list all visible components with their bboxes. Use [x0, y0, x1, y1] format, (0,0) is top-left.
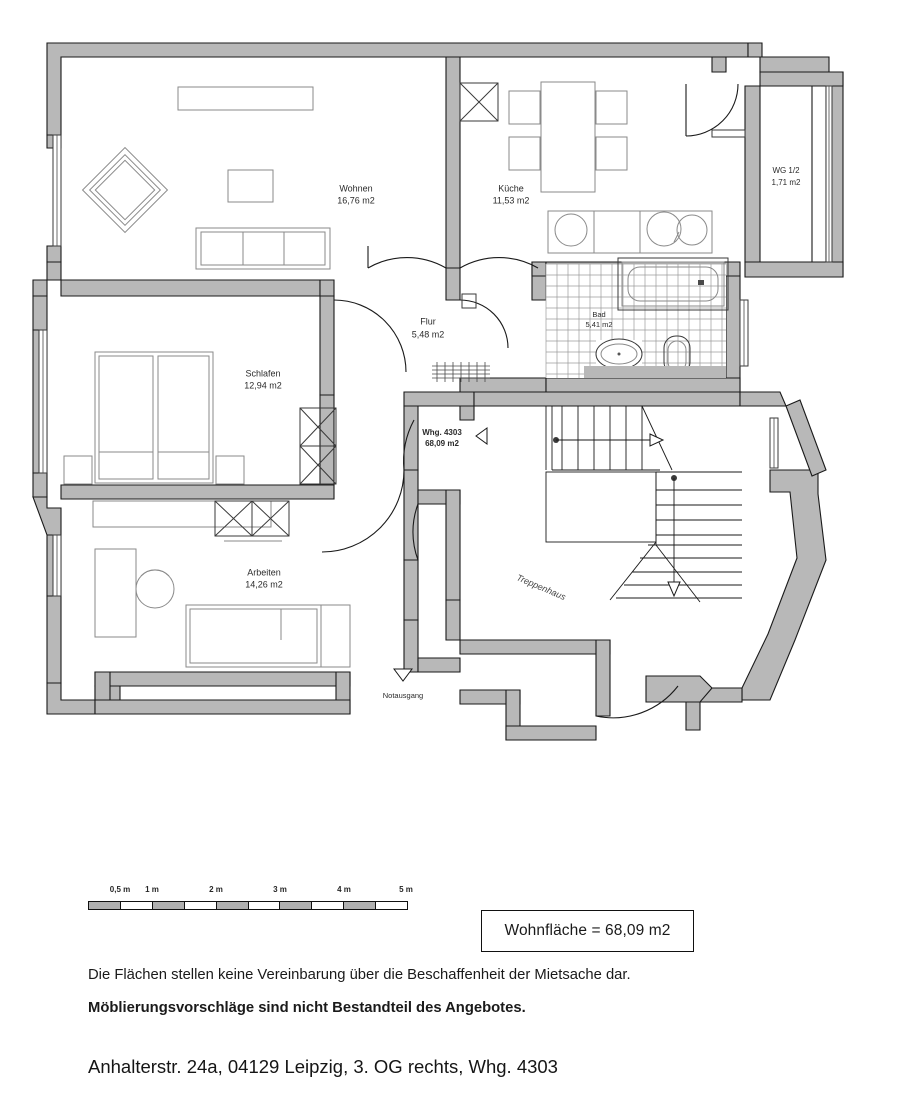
hatch-pattern [432, 362, 490, 382]
address-line: Anhalterstr. 24a, 04129 Leipzig, 3. OG r… [88, 1056, 558, 1077]
scale-segment [376, 902, 408, 909]
scale-tick-0: 0,5 m [109, 885, 131, 894]
room-area-arbeiten: 14,26 m2 [245, 579, 283, 589]
scale-segment [312, 902, 345, 909]
floor-plan-svg: Wohnen 16,76 m2 Küche 11,53 m2 WG 1/2 1, [32, 42, 844, 741]
triangle-left-icon [475, 427, 488, 445]
room-label-flur: Flur [420, 316, 436, 326]
triangle-down-icon [393, 668, 413, 682]
living-area-label: Wohnfläche = 68,09 m2 [504, 922, 671, 939]
stair-direction-arrow-1 [553, 433, 665, 447]
door-kueche-wg [685, 83, 746, 138]
scale-segment [184, 902, 217, 909]
scale-tick-1: 1 m [145, 885, 159, 894]
scale-segment [152, 902, 185, 909]
disclaimer-line-2: Möblierungsvorschläge sind nicht Bestand… [88, 1000, 526, 1016]
living-area-box: Wohnfläche = 68,09 m2 [481, 910, 694, 952]
label-notausgang: Notausgang [383, 691, 423, 700]
room-label-bad: Bad [592, 310, 605, 319]
door-entrance [403, 419, 419, 561]
room-flur: Flur 5,48 m2 [321, 246, 539, 553]
unit-marker-area: 68,09 m2 [425, 439, 459, 448]
emergency-exit-marker: Notausgang [383, 668, 423, 700]
room-label-schlafen: Schlafen [245, 368, 280, 378]
sofa [195, 227, 331, 270]
room-schlafen: Schlafen 12,94 m2 [63, 351, 337, 485]
scale-tick-3: 3 m [273, 885, 287, 894]
scale-tick-5: 5 m [399, 885, 413, 894]
scale-segment [280, 902, 313, 909]
unit-marker: Whg. 4303 68,09 m2 [422, 427, 488, 448]
windows [38, 85, 833, 597]
stair-direction-arrow-2 [667, 475, 681, 598]
room-wohnen: Wohnen 16,76 m2 [81, 86, 375, 270]
bathtub [617, 257, 729, 311]
scale-bar-group: 0,5 m 1 m 2 m 3 m 4 m 5 m [88, 885, 418, 910]
legend-block: 0,5 m 1 m 2 m 3 m 4 m 5 m Wohnfläche = 6… [0, 860, 920, 1109]
label-treppenhaus: Treppenhaus [515, 572, 568, 602]
disclaimer-line-1: Die Flächen stellen keine Vereinbarung ü… [88, 967, 631, 983]
scale-segment [248, 902, 281, 909]
room-arbeiten: Arbeiten 14,26 m2 [92, 500, 351, 668]
room-area-wg: 1,71 m2 [772, 178, 801, 187]
wall-structure [32, 42, 844, 741]
scale-segment [89, 902, 121, 909]
scale-segment [344, 902, 377, 909]
scale-segment [216, 902, 249, 909]
room-area-bad: 5,41 m2 [585, 320, 612, 329]
sink [595, 338, 643, 370]
room-bad: Bad 5,41 m2 [545, 257, 729, 378]
room-label-kueche: Küche [498, 183, 524, 193]
room-label-wohnen: Wohnen [339, 183, 372, 193]
scale-tick-labels: 0,5 m 1 m 2 m 3 m 4 m 5 m [88, 885, 418, 901]
room-area-schlafen: 12,94 m2 [244, 380, 282, 390]
floor-plan-drawing: Wohnen 16,76 m2 Küche 11,53 m2 WG 1/2 1, [32, 42, 844, 741]
scale-bar [88, 901, 408, 910]
room-label-arbeiten: Arbeiten [247, 567, 281, 577]
room-label-wg: WG 1/2 [772, 166, 800, 175]
scale-tick-2: 2 m [209, 885, 223, 894]
room-wg: WG 1/2 1,71 m2 [772, 166, 801, 187]
scale-tick-4: 4 m [337, 885, 351, 894]
room-kueche: Küche 11,53 m2 [459, 81, 713, 254]
unit-marker-name: Whg. 4303 [422, 428, 462, 437]
area-treppenhaus: Treppenhaus [515, 405, 742, 719]
room-area-kueche: 11,53 m2 [493, 195, 530, 205]
room-area-flur: 5,48 m2 [412, 329, 445, 339]
scale-segment [120, 902, 153, 909]
room-area-wohnen: 16,76 m2 [337, 195, 375, 205]
